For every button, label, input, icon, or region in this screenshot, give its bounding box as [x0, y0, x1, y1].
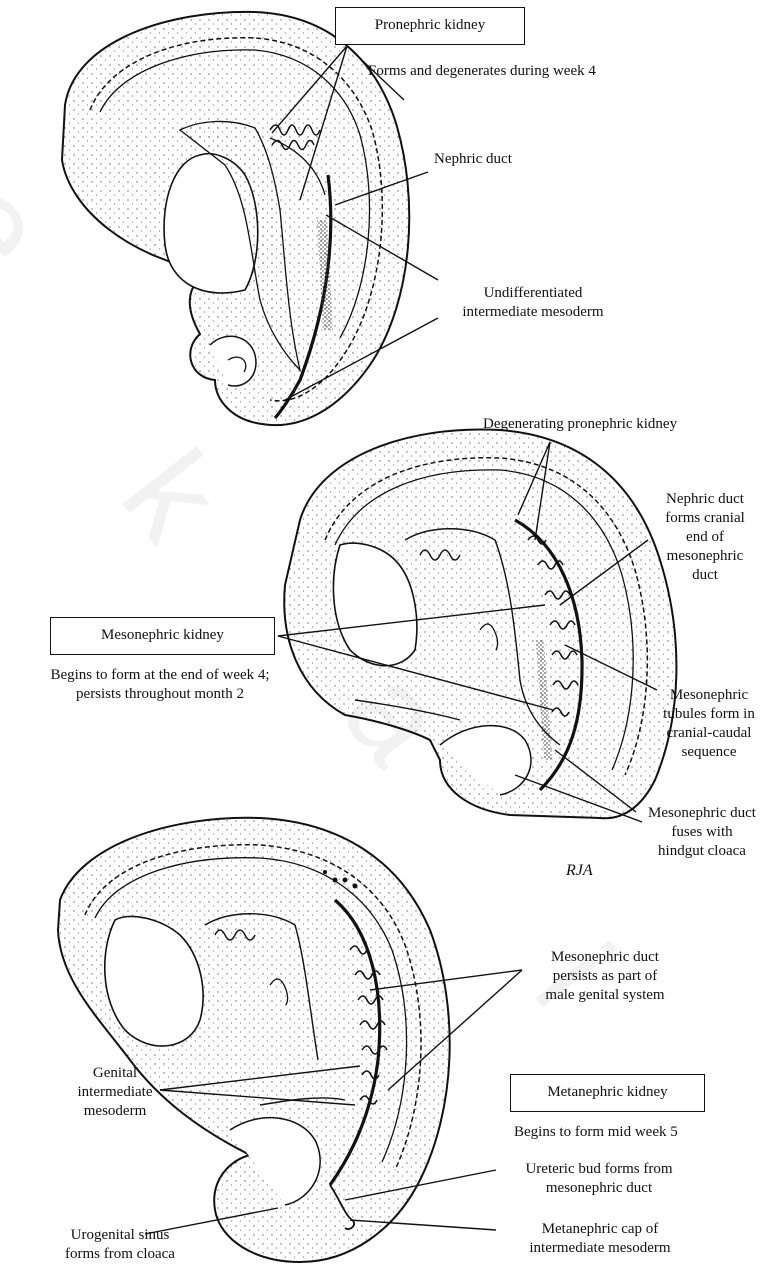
undifferentiated-mesoderm-label: Undifferentiated intermediate mesoderm: [438, 284, 628, 322]
mdp-line-2: persists as part of: [510, 967, 700, 986]
mesonephric-tubules-label: Mesonephric tubules form in cranial-caud…: [646, 686, 772, 762]
mesonephric-duct-persists-label: Mesonephric duct persists as part of mal…: [510, 948, 700, 1005]
nd-line-2: forms cranial: [640, 509, 770, 528]
mdp-line-1: Mesonephric duct: [510, 948, 700, 967]
md-line-1: Mesonephric duct: [630, 804, 774, 823]
metanephric-cap-label: Metanephric cap of intermediate mesoderm: [500, 1220, 700, 1258]
gen-line-2: intermediate: [60, 1083, 170, 1102]
mt-line-2: tubules form in: [646, 705, 772, 724]
nd-line-5: duct: [640, 566, 770, 585]
degenerating-pronephric-label: Degenerating pronephric kidney: [483, 415, 677, 434]
pronephric-subtitle: Forms and degenerates during week 4: [368, 62, 596, 81]
mc-line-1: Metanephric cap of: [500, 1220, 700, 1239]
nd-line-3: end of: [640, 528, 770, 547]
gen-line-3: mesoderm: [60, 1102, 170, 1121]
mesonephric-kidney-title-box: Mesonephric kidney: [50, 617, 275, 655]
us-line-2: forms from cloaca: [40, 1245, 200, 1264]
nd-line-4: mesonephric: [640, 547, 770, 566]
genital-mesoderm-label: Genital intermediate mesoderm: [60, 1064, 170, 1121]
md-line-2: fuses with: [630, 823, 774, 842]
ub-line-2: mesonephric duct: [494, 1179, 704, 1198]
undiff-line-1: Undifferentiated: [438, 284, 628, 303]
metanephric-kidney-title-box: Metanephric kidney: [510, 1074, 705, 1112]
md-line-3: hindgut cloaca: [630, 842, 774, 861]
mdp-line-3: male genital system: [510, 986, 700, 1005]
meso-subtitle-line-2: persists throughout month 2: [0, 685, 320, 704]
mesonephric-subtitle: Begins to form at the end of week 4; per…: [0, 666, 320, 704]
pronephric-kidney-title: Pronephric kidney: [375, 17, 485, 33]
mc-line-2: intermediate mesoderm: [500, 1239, 700, 1258]
metanephric-kidney-title: Metanephric kidney: [547, 1084, 667, 1100]
urogenital-sinus-label: Urogenital sinus forms from cloaca: [40, 1226, 200, 1264]
metanephric-subtitle: Begins to form mid week 5: [514, 1123, 678, 1142]
mesonephric-duct-fuses-label: Mesonephric duct fuses with hindgut cloa…: [630, 804, 774, 861]
mt-line-4: sequence: [646, 743, 772, 762]
meso-subtitle-line-1: Begins to form at the end of week 4;: [0, 666, 320, 685]
us-line-1: Urogenital sinus: [40, 1226, 200, 1245]
undiff-line-2: intermediate mesoderm: [438, 303, 628, 322]
mesonephric-embryo: [284, 429, 676, 818]
pronephric-kidney-title-box: Pronephric kidney: [335, 7, 525, 45]
metanephric-embryo: [58, 818, 450, 1262]
gen-line-1: Genital: [60, 1064, 170, 1083]
pronephric-embryo: [62, 12, 409, 425]
artist-signature: RJA: [566, 862, 593, 880]
mt-line-1: Mesonephric: [646, 686, 772, 705]
ureteric-bud-label: Ureteric bud forms from mesonephric duct: [494, 1160, 704, 1198]
nd-line-1: Nephric duct: [640, 490, 770, 509]
nephric-duct-cranial-label: Nephric duct forms cranial end of mesone…: [640, 490, 770, 585]
nephric-duct-label: Nephric duct: [434, 150, 512, 169]
ub-line-1: Ureteric bud forms from: [494, 1160, 704, 1179]
mesonephric-kidney-title: Mesonephric kidney: [101, 627, 224, 643]
mt-line-3: cranial-caudal: [646, 724, 772, 743]
